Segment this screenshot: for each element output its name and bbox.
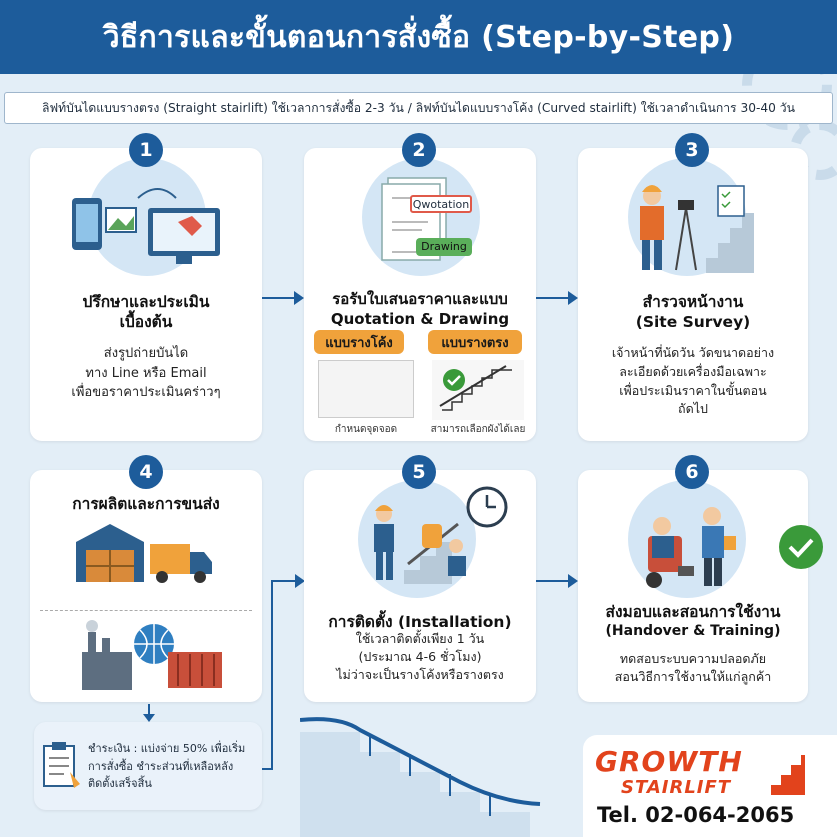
checkmark-icon (779, 525, 823, 569)
step-5-description: ใช้เวลาติดตั้งเพียง 1 วัน (ประมาณ 4-6 ชั… (336, 631, 504, 683)
curved-rail-sketch (318, 360, 414, 418)
step-4-title: การผลิตและการขนส่ง (72, 495, 220, 513)
step-card-5: การติดตั้ง (Installation) ใช้เวลาติดตั้ง… (304, 470, 536, 702)
step-card-2: Qwotation Drawing รอรับใบเสนอราคาและแบบ … (304, 148, 536, 441)
handover-icon (646, 507, 736, 588)
option-straight-label: แบบรางตรง (428, 330, 522, 354)
brand-phone: Tel. 02-064-2065 (597, 803, 795, 827)
brand-logo: GROWTH STAIRLIFT (595, 745, 805, 803)
quotation-tag: Qwotation (410, 195, 472, 213)
warehouse-truck-icon (76, 524, 212, 583)
step-badge-1: 1 (129, 133, 163, 167)
flow-arrow (536, 291, 578, 305)
page-title: วิธีการและขั้นตอนการสั่งซื้อ (Step-by-St… (102, 19, 735, 55)
payment-text: ชำระเงิน : แบ่งจ่าย 50% เพื่อเริ่ม การสั… (88, 742, 246, 791)
drawing-tag: Drawing (416, 238, 472, 256)
factory-globe-icon (82, 620, 222, 690)
down-arrow-icon (148, 704, 150, 716)
step-badge-4: 4 (129, 455, 163, 489)
down-arrow-head (143, 714, 155, 722)
step-2-title: รอรับใบเสนอราคาและแบบ Quotation & Drawin… (330, 290, 510, 328)
step-badge-6: 6 (675, 455, 709, 489)
step-1-description: ส่งรูปถ่ายบันได ทาง Line หรือ Email เพื่… (71, 346, 221, 400)
lead-time-note: ลิฟท์บันไดแบบรางตรง (Straight stairlift)… (4, 92, 833, 124)
step-6-title: ส่งมอบและสอนการใช้งาน (Handover & Traini… (605, 603, 781, 640)
step-badge-2: 2 (402, 133, 436, 167)
straight-caption: สามารถเลือกผังได้เลย (430, 424, 526, 435)
step-badge-3: 3 (675, 133, 709, 167)
staircase-decoration (300, 717, 541, 837)
flow-arrow (536, 574, 578, 588)
flow-arrow (271, 574, 305, 588)
step-6-description: ทดสอบระบบความปลอดภัย สอนวิธีการใช้งานให้… (614, 651, 772, 685)
installer-icon (374, 505, 466, 584)
curved-caption: กำหนดจุดจอด (334, 424, 398, 435)
section-divider (40, 610, 252, 611)
brand-box: GROWTH STAIRLIFT Tel. 02-064-2065 (583, 735, 837, 837)
header-banner: วิธีการและขั้นตอนการสั่งซื้อ (Step-by-St… (0, 0, 837, 74)
clipboard-icon (43, 742, 80, 788)
step-1-title: ปรึกษาและประเมิน เบื้องต้น (82, 293, 210, 332)
step-5-title: การติดตั้ง (Installation) (328, 613, 512, 631)
stair-logo-icon (771, 755, 805, 795)
document-icon (381, 177, 447, 261)
brand-name-line-1: GROWTH (595, 745, 743, 778)
step-3-description: เจ้าหน้าที่นัดวัน วัดขนาดอย่าง ละเอียดด้… (611, 345, 775, 417)
option-curved-label: แบบรางโค้ง (314, 330, 404, 354)
step-card-3: สำรวจหน้างาน (Site Survey) เจ้าหน้าที่นั… (578, 148, 808, 441)
photo-upload-icon (72, 188, 220, 264)
brand-name-line-2: STAIRLIFT (621, 777, 732, 798)
straight-rail-sketch (432, 360, 524, 420)
clock-icon (466, 486, 508, 528)
flow-connector (271, 582, 273, 770)
step-card-6: ส่งมอบและสอนการใช้งาน (Handover & Traini… (578, 470, 823, 702)
step-3-title: สำรวจหน้างาน (Site Survey) (635, 293, 751, 332)
flow-connector (262, 768, 272, 770)
payment-note-card: ชำระเงิน : แบ่งจ่าย 50% เพื่อเริ่ม การสั… (34, 722, 262, 810)
flow-arrow (262, 291, 304, 305)
step-badge-5: 5 (402, 455, 436, 489)
step-card-4: การผลิตและการขนส่ง (30, 470, 262, 702)
step-card-1: ปรึกษาและประเมิน เบื้องต้น ส่งรูปถ่ายบัน… (30, 148, 262, 441)
lead-time-text: ลิฟท์บันไดแบบรางตรง (Straight stairlift)… (42, 100, 795, 115)
surveyor-icon (640, 185, 754, 273)
